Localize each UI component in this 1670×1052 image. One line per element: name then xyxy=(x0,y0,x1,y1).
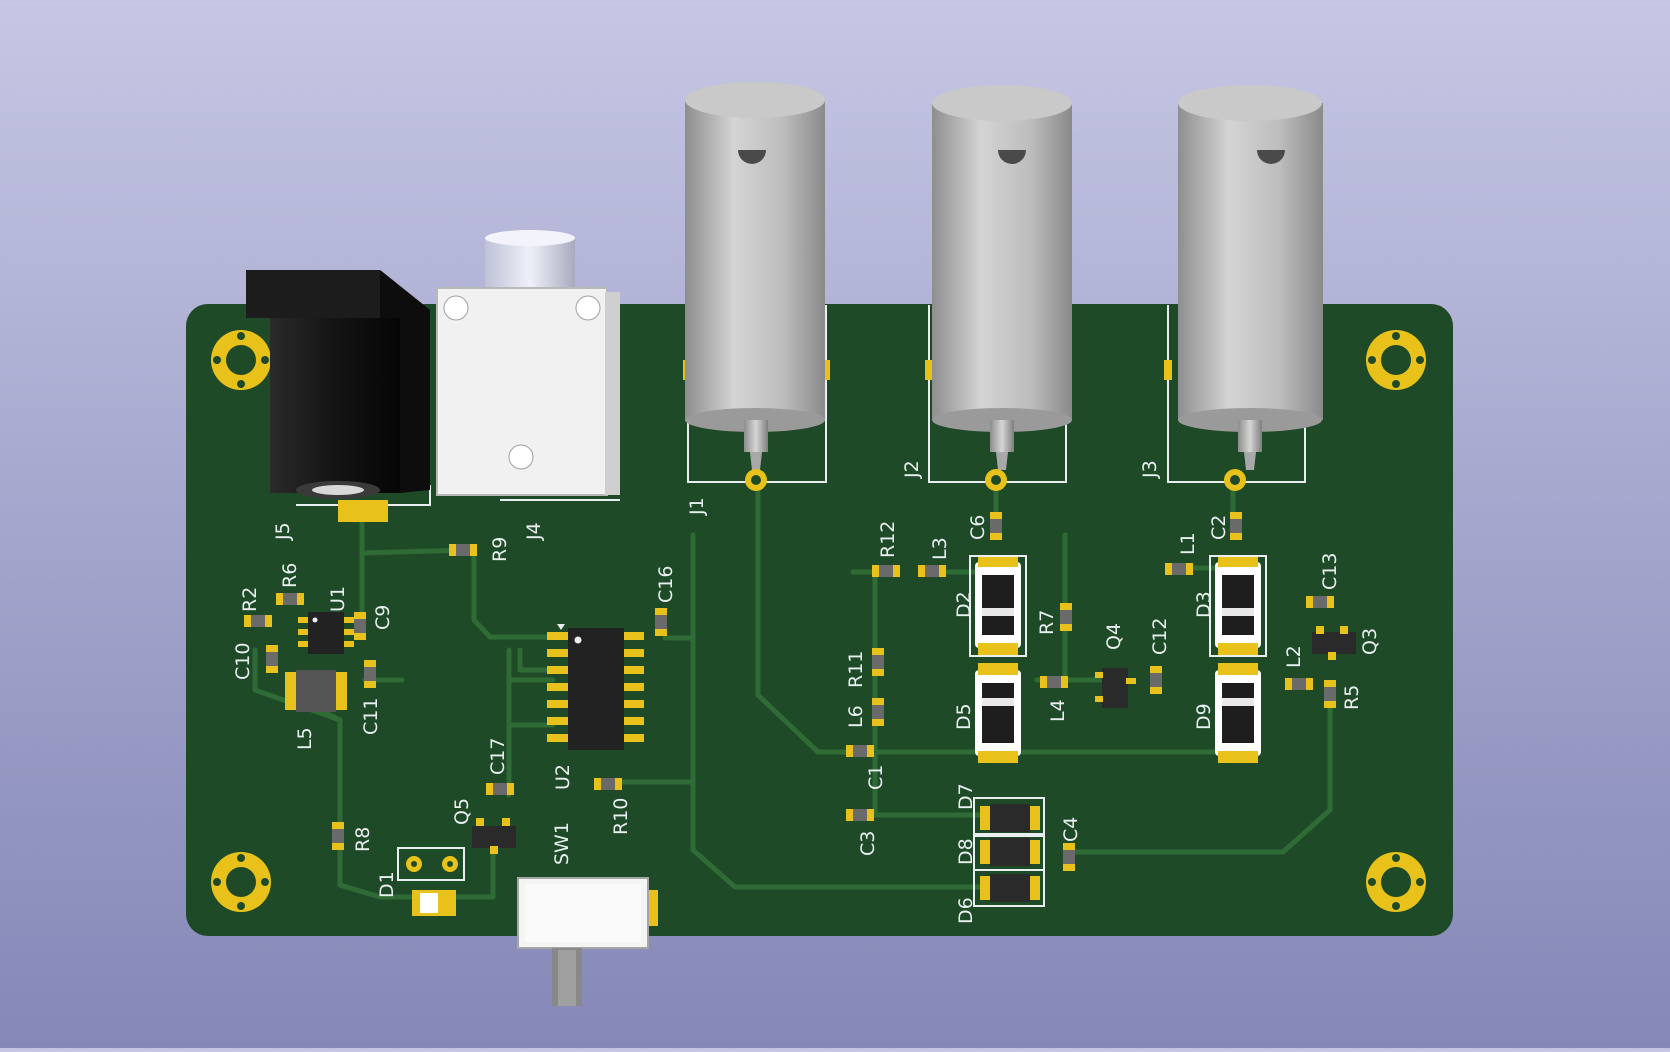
label-R12: R12 xyxy=(877,521,899,558)
bnc-connector-j3[interactable] xyxy=(1164,85,1323,491)
label-D7: D7 xyxy=(955,783,977,810)
diode-d3[interactable] xyxy=(1215,555,1261,655)
label-J3: J3 xyxy=(1139,460,1161,479)
diode-d8[interactable] xyxy=(980,838,1040,866)
label-C3: C3 xyxy=(857,831,879,856)
label-R11: R11 xyxy=(845,651,867,688)
mounting-hole-top-left xyxy=(211,330,271,390)
label-L1: L1 xyxy=(1177,532,1199,555)
diode-footprints xyxy=(969,555,1267,907)
audio-jack-j4[interactable] xyxy=(436,230,620,496)
diode-d6[interactable] xyxy=(980,874,1040,902)
label-C9: C9 xyxy=(372,605,394,630)
diode-d2[interactable] xyxy=(975,555,1021,655)
label-L6: L6 xyxy=(845,705,867,728)
label-SW1: SW1 xyxy=(551,822,573,865)
label-C11: C11 xyxy=(360,698,382,735)
transistor-q3[interactable] xyxy=(1312,626,1356,660)
label-C13: C13 xyxy=(1319,553,1341,590)
pin-header[interactable] xyxy=(397,847,465,881)
label-D5: D5 xyxy=(953,703,975,730)
inductor-l5[interactable] xyxy=(285,670,347,712)
label-C4: C4 xyxy=(1060,817,1082,842)
ic-u1[interactable] xyxy=(298,612,354,654)
label-R9: R9 xyxy=(489,537,511,562)
silkscreen-labels: J1 J2 J3 J4 J5 R9 R2 R6 U1 C9 C10 C11 L5… xyxy=(232,460,1381,924)
label-C16: C16 xyxy=(655,566,677,603)
label-C17: C17 xyxy=(487,738,509,775)
passive-components xyxy=(244,512,1336,871)
label-C2: C2 xyxy=(1208,515,1230,540)
led-d1[interactable] xyxy=(412,890,456,916)
label-D6: D6 xyxy=(955,897,977,924)
label-D3: D3 xyxy=(1193,591,1215,618)
bnc-connector-j1[interactable] xyxy=(683,82,830,491)
diode-d9[interactable] xyxy=(1215,663,1261,763)
label-R10: R10 xyxy=(610,798,632,835)
label-L3: L3 xyxy=(929,537,951,560)
label-C6: C6 xyxy=(967,515,989,540)
label-R5: R5 xyxy=(1341,685,1363,710)
dc-jack-j5[interactable] xyxy=(246,270,430,522)
label-D2: D2 xyxy=(953,591,975,618)
label-D9: D9 xyxy=(1193,703,1215,730)
mounting-hole-bottom-left xyxy=(211,852,271,912)
label-R7: R7 xyxy=(1036,610,1058,635)
label-U2: U2 xyxy=(552,764,574,790)
label-L5: L5 xyxy=(294,727,316,750)
label-D1: D1 xyxy=(376,871,398,898)
transistor-q5[interactable] xyxy=(472,818,516,854)
label-Q5: Q5 xyxy=(451,798,473,825)
label-J4: J4 xyxy=(523,522,545,541)
label-C12: C12 xyxy=(1149,618,1171,655)
label-J2: J2 xyxy=(901,460,923,479)
bnc-connector-j2[interactable] xyxy=(925,85,1072,491)
transistor-q4[interactable] xyxy=(1095,668,1136,708)
label-U1: U1 xyxy=(327,586,349,612)
label-C1: C1 xyxy=(865,765,887,790)
label-R8: R8 xyxy=(352,827,374,852)
label-L2: L2 xyxy=(1283,645,1305,668)
label-R2: R2 xyxy=(239,587,261,612)
label-L4: L4 xyxy=(1047,699,1069,722)
ic-u2[interactable] xyxy=(547,624,644,750)
label-R6: R6 xyxy=(279,563,301,588)
label-Q4: Q4 xyxy=(1103,623,1125,650)
label-J1: J1 xyxy=(686,497,708,516)
label-D8: D8 xyxy=(955,838,977,865)
label-J5: J5 xyxy=(272,522,294,541)
diode-d7[interactable] xyxy=(980,804,1040,832)
label-Q3: Q3 xyxy=(1359,628,1381,655)
slide-switch-sw1[interactable] xyxy=(517,877,658,1006)
mounting-hole-bottom-right xyxy=(1366,852,1426,912)
diode-d5[interactable] xyxy=(975,663,1021,763)
mounting-hole-top-right xyxy=(1366,330,1426,390)
label-C10: C10 xyxy=(232,643,254,680)
